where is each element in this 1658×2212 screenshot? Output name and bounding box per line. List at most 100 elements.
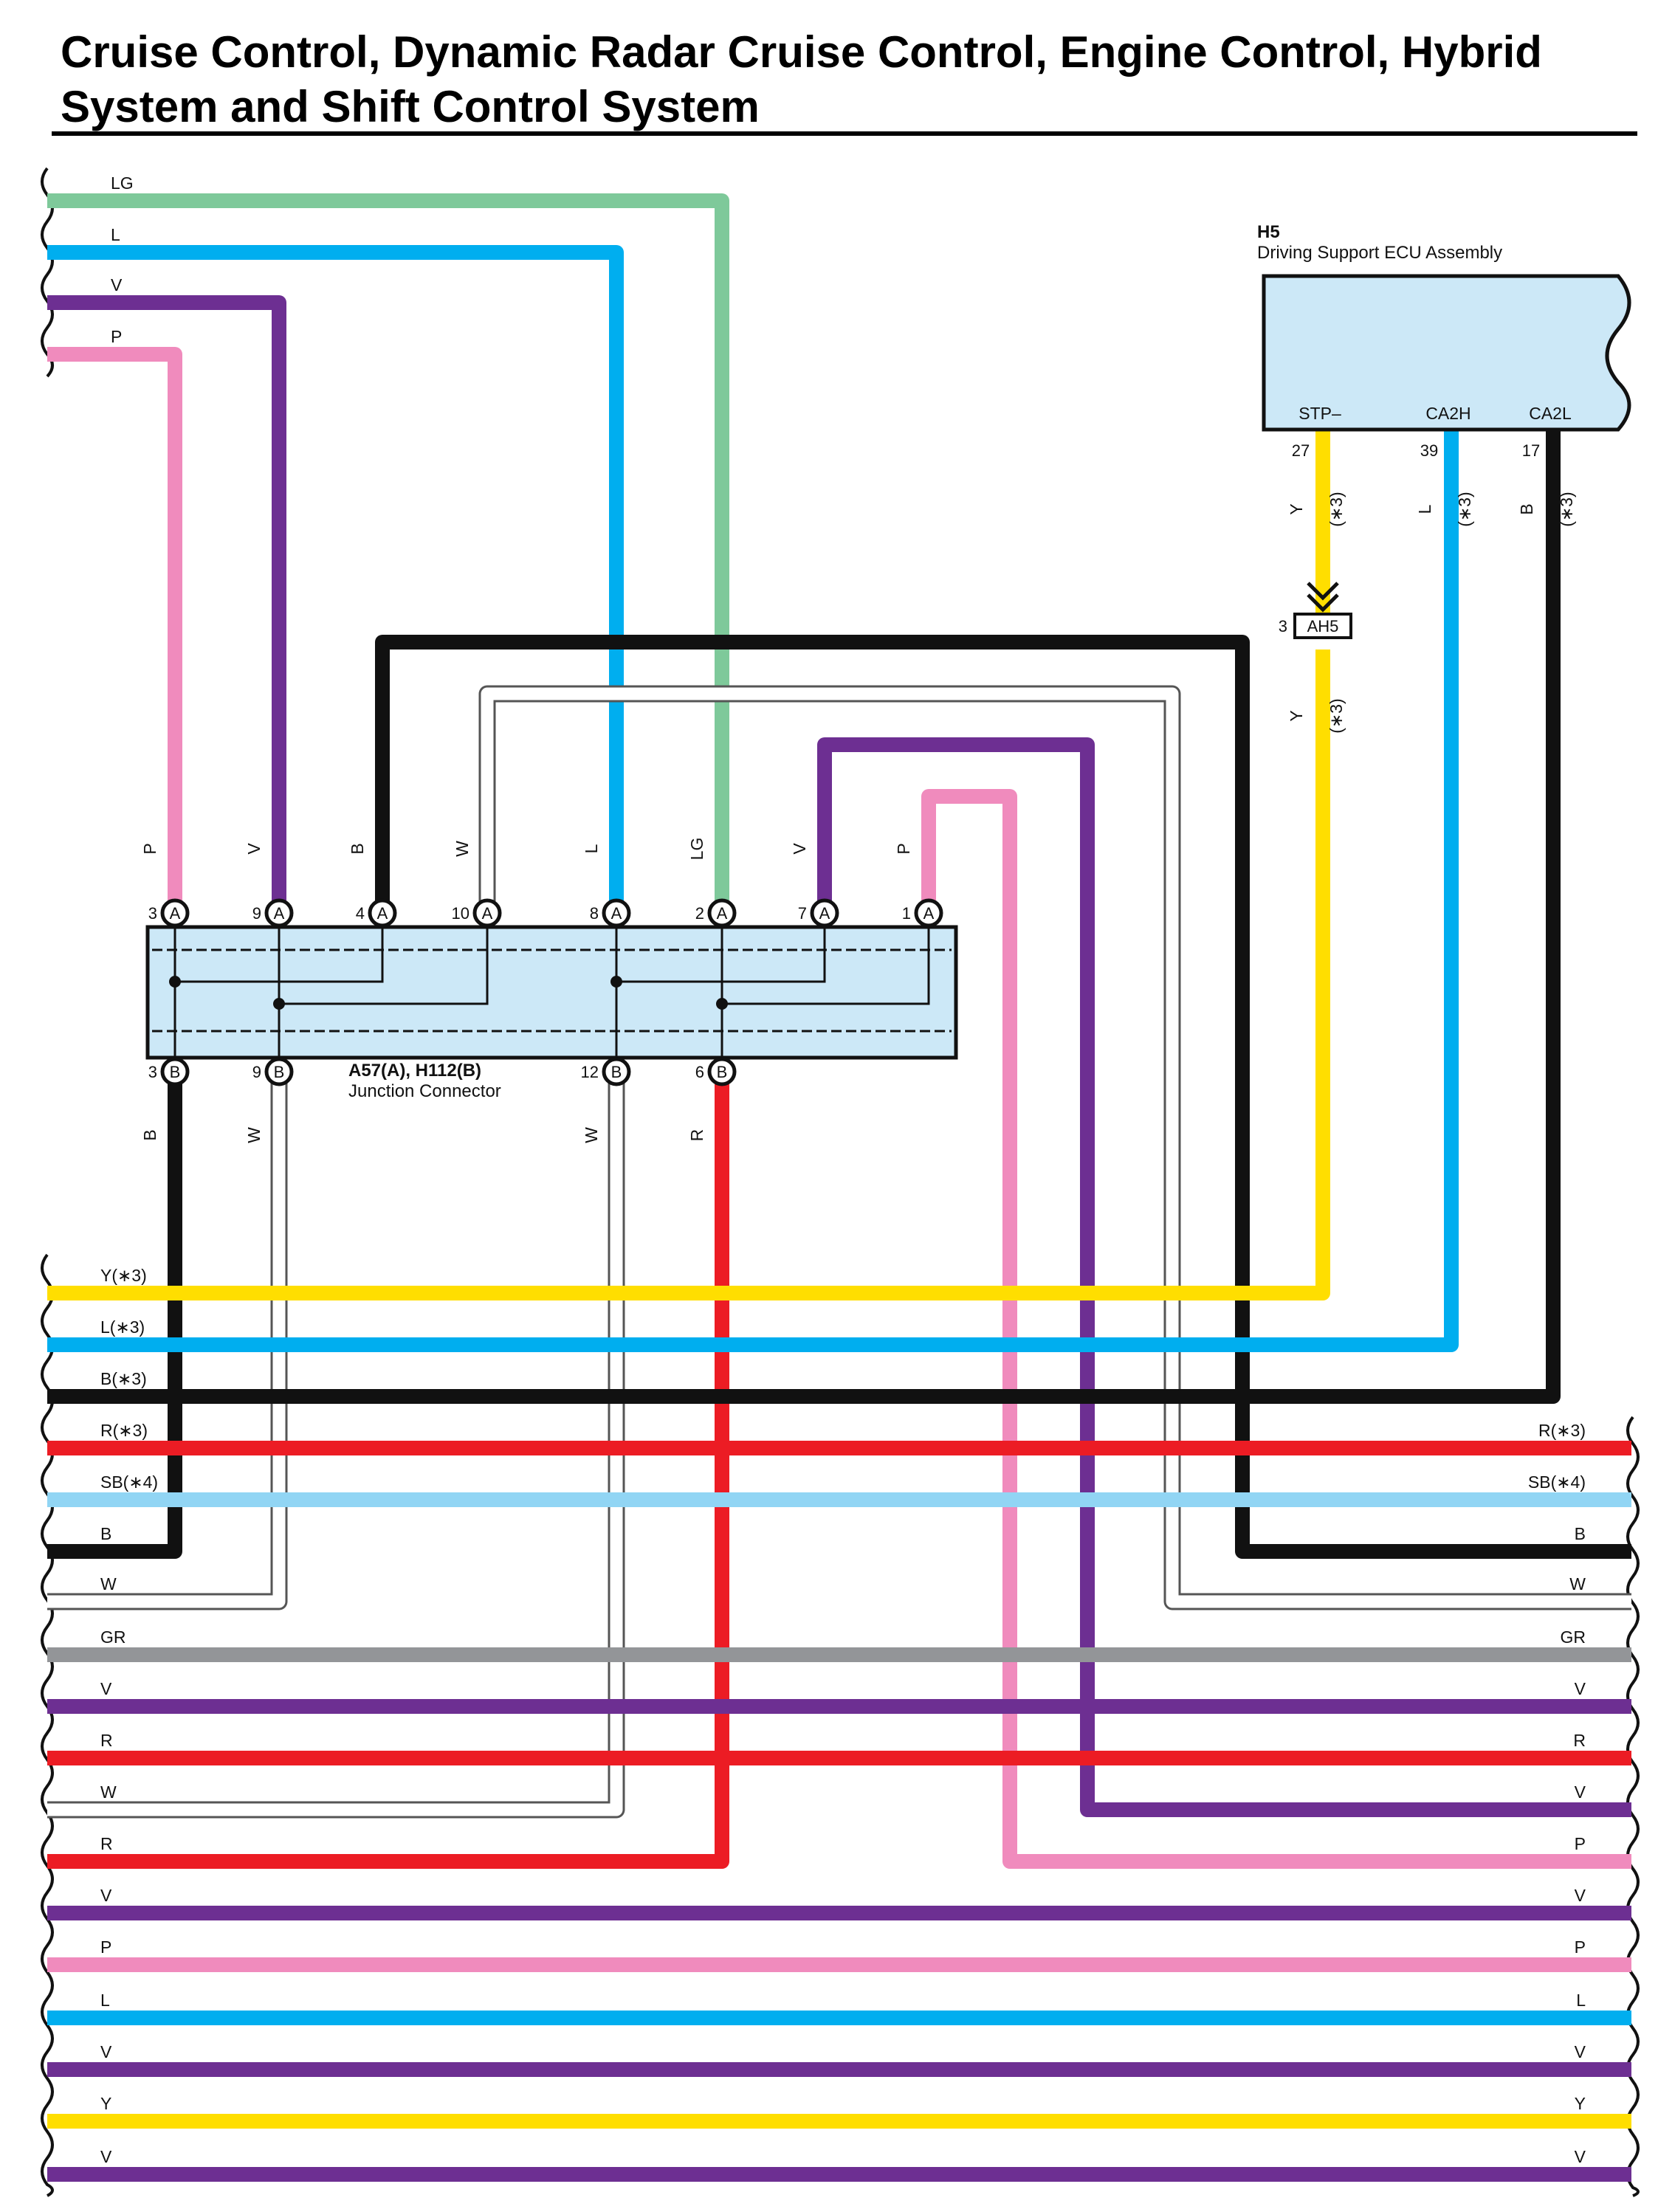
wire-Y-ecu-low: [47, 650, 1330, 1300]
wire-W-loop-outline: [478, 685, 1631, 1610]
bus-left-label-11: R: [100, 1834, 113, 1853]
jc-bottom-wire-label-2: W: [582, 1127, 601, 1143]
ecu-pin-2: 17: [1522, 441, 1540, 460]
jc-top-pin-3: [472, 898, 502, 928]
jc-top-pin-4-letter: A: [611, 904, 622, 923]
jc-top-wire-label-4: L: [582, 844, 601, 853]
jc-bottom-wire-label-1: W: [244, 1127, 264, 1143]
bus-left-label-0: Y(∗3): [100, 1266, 147, 1285]
bus-right-label-11: L: [1576, 1991, 1586, 2010]
wire-P-loop: [921, 789, 1631, 1869]
wire-P-top: [47, 347, 182, 913]
jc-top-pin-2: [368, 898, 397, 928]
jc-top-pin-3-letter: A: [482, 904, 493, 923]
inline-wire-note: (∗3): [1327, 698, 1346, 733]
title-underline: [52, 131, 1637, 136]
bus-right-label-9: V: [1575, 1886, 1586, 1905]
jc-top-wire-label-5: LG: [687, 838, 706, 861]
bus-left-label-1: L(∗3): [100, 1317, 145, 1337]
top-left-label-2: V: [111, 275, 123, 294]
wires: [47, 193, 1631, 2182]
page-title: Cruise Control, Dynamic Radar Cruise Con…: [61, 27, 1542, 131]
jc-bottom-pin-0: [160, 1057, 190, 1086]
jc-top-wire-label-3: W: [453, 841, 472, 857]
jc-top-pin-4: [602, 898, 631, 928]
jc-top-pin-5-letter: A: [717, 904, 728, 923]
jc-bottom-wire-label-0: B: [140, 1129, 159, 1140]
wire-V-top: [47, 295, 286, 913]
jc-name: Junction Connector: [348, 1081, 501, 1101]
jc-internal-line-2: [175, 927, 384, 983]
jc-splice-dot-0: [169, 976, 181, 988]
bus-right-label-6: R: [1573, 1731, 1586, 1750]
jc-internal-line-7: [722, 927, 930, 1005]
jc-top-pin-5-number: 2: [695, 904, 704, 923]
jc-bottom-wire-label-3: R: [687, 1129, 706, 1142]
wire-labels: Y(∗3)L(∗3)B(∗3)R(∗3)SB(∗4)BWGRVRWRVPLVYV…: [100, 173, 1586, 2166]
bus-left-label-17: V: [100, 2147, 112, 2166]
inline-wire-label: Y: [1287, 710, 1306, 721]
jc-code: A57(A), H112(B): [348, 1061, 481, 1081]
jc-top-pin-1: [264, 898, 294, 928]
jc-top-pin-1-number: 9: [252, 904, 261, 923]
bus-right-label-5: V: [1575, 1679, 1586, 1698]
ecu-code: H5: [1257, 222, 1280, 242]
ecu-wire-label-0: Y: [1287, 503, 1306, 514]
jc-top-pin-2-letter: A: [377, 904, 388, 923]
bus-right-label-0: R(∗3): [1538, 1421, 1586, 1440]
jc-top-pin-6: [810, 898, 839, 928]
wire-R-bottom: [47, 1072, 729, 1869]
jc-bottom-pin-3-number: 6: [695, 1063, 704, 1081]
wire-B-loop: [375, 635, 1631, 1559]
ecu-wire-label-1: L: [1415, 504, 1434, 514]
bus-left-label-9: R: [100, 1731, 113, 1750]
wire-W-bottom: [47, 1072, 286, 1608]
bus-right-label-1: SB(∗4): [1528, 1472, 1586, 1492]
jc-bottom-pin-1-number: 9: [252, 1063, 261, 1081]
jc-top-wire-label-7: P: [894, 843, 913, 854]
jc-top-wire-label-0: P: [140, 843, 159, 854]
ecu-name: Driving Support ECU Assembly: [1257, 243, 1502, 263]
top-left-label-3: P: [111, 327, 122, 346]
wire-B-ecu: [47, 428, 1561, 1404]
ecu-wire-note-0: (∗3): [1327, 492, 1346, 526]
bus-right-label-2: B: [1575, 1524, 1586, 1543]
inline-connector-chevron: [1307, 582, 1339, 613]
junction-connector-box: [145, 925, 958, 1060]
jc-top-pin-0: [160, 898, 190, 928]
jc-top-pin-6-number: 7: [798, 904, 807, 923]
ecu-terminal-1: CA2H: [1425, 404, 1470, 423]
bus-right-label-3: W: [1569, 1574, 1586, 1593]
jc-bottom-pin-3: [707, 1057, 737, 1086]
bus-right-label-14: V: [1575, 2147, 1586, 2166]
jc-top-wire-label-6: V: [790, 843, 809, 855]
bus-left-label-5: B: [100, 1524, 111, 1543]
jc-bottom-pin-0-number: 3: [148, 1063, 157, 1081]
jc-top-wire-label-1: V: [244, 843, 264, 855]
top-left-label-0: LG: [111, 173, 134, 193]
jc-top-pin-2-number: 4: [356, 904, 365, 923]
jc-top-pin-7: [914, 898, 943, 928]
wire-V-loop: [817, 737, 1631, 1817]
wire-L-ecu: [47, 428, 1459, 1352]
jc-bottom-pin-0-letter: B: [170, 1063, 181, 1081]
wire-B-bottom: [47, 1072, 182, 1559]
ecu-wire-note-2: (∗3): [1557, 492, 1576, 526]
jc-splice-dot-1: [273, 998, 285, 1010]
jc-top-pin-0-letter: A: [170, 904, 181, 923]
jc-top-pin-1-letter: A: [274, 904, 285, 923]
jc-top-pin-7-number: 1: [902, 904, 911, 923]
bus-left-label-13: P: [100, 1937, 111, 1957]
bus-left-label-15: V: [100, 2042, 112, 2061]
bus-left-label-7: GR: [100, 1627, 126, 1647]
bus-left-label-2: B(∗3): [100, 1369, 147, 1388]
bus-right-label-13: Y: [1575, 2094, 1586, 2113]
jc-internal-line-6: [616, 927, 826, 983]
inline-connector-pin: 3: [1279, 617, 1287, 635]
top-left-label-1: L: [111, 225, 120, 244]
ecu-wire-note-1: (∗3): [1455, 492, 1474, 526]
bus-left-label-14: L: [100, 1991, 110, 2010]
bus-left-label-4: SB(∗4): [100, 1472, 158, 1492]
wire-W-loop: [481, 687, 1631, 1608]
